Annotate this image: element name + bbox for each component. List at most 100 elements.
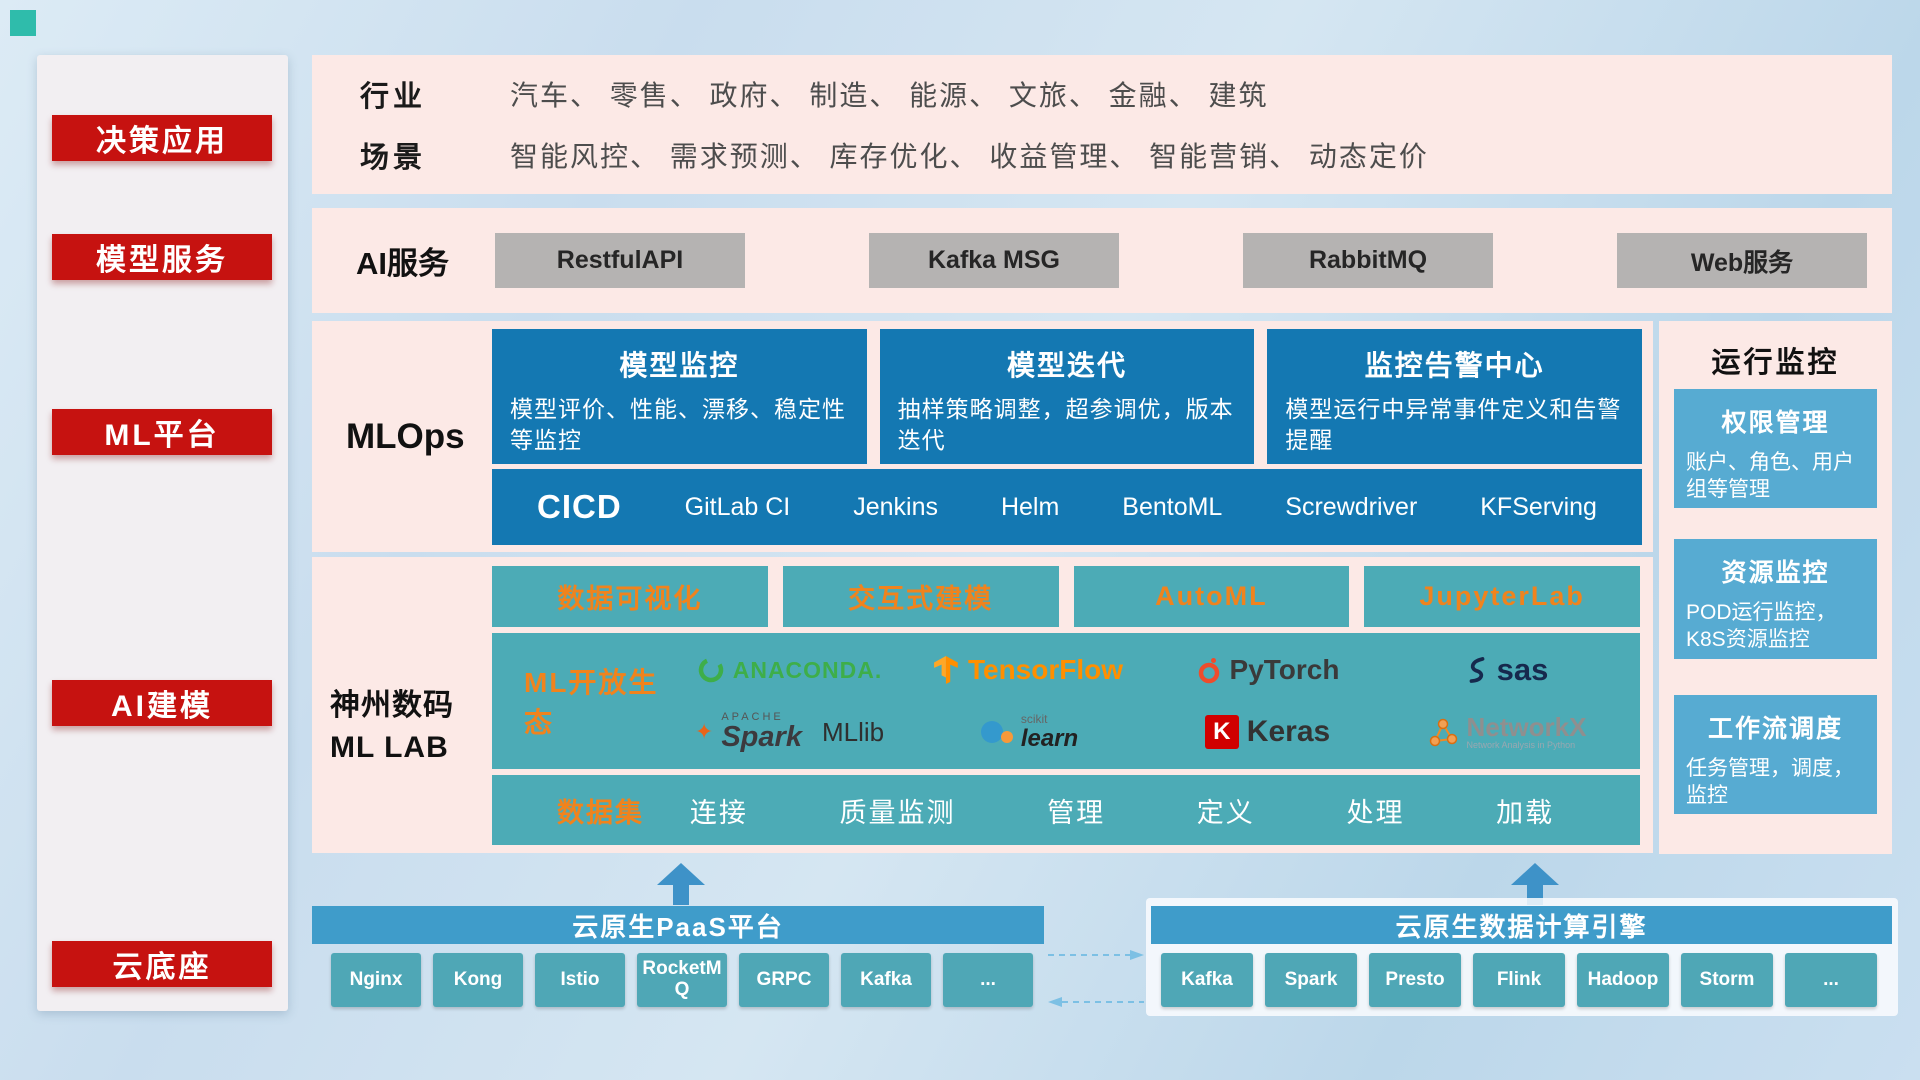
networkx-logo: NetworkX Network Analysis in Python (1427, 711, 1587, 751)
spark-label: Spark (721, 721, 802, 753)
alert-center-title: 监控告警中心 (1364, 350, 1545, 381)
keras-logo: K Keras (1204, 715, 1330, 749)
dataset-functions: 连接 质量监测 管理 定义 处理 加载 (644, 791, 1600, 830)
alert-center-desc: 模型运行中异常事件定义和告警提醒 (1285, 396, 1622, 454)
restfulapi-button[interactable]: RestfulAPI (495, 233, 745, 288)
workflow-desc: 任务管理，调度，监控 (1686, 757, 1854, 808)
automl-button[interactable]: AutoML (1073, 566, 1350, 627)
pytorch-icon (1198, 658, 1219, 684)
paas-chip-istio[interactable]: Istio (535, 953, 625, 1007)
mllab-tool-buttons: 数据可视化 交互式建模 AutoML JupyterLab (492, 566, 1640, 627)
scikit-learn-icon (980, 721, 1013, 743)
ai-service-panel: AI服务 RestfulAPI Kafka MSG RabbitMQ Web服务 (312, 208, 1892, 313)
data-visualization-button[interactable]: 数据可视化 (492, 566, 768, 627)
mlops-panel: MLOps 模型监控 模型评价、性能、漂移、稳定性等监控 模型迭代 抽样策略调整… (312, 321, 1653, 552)
cicd-title: CICD (537, 488, 622, 525)
scene-label: 场景 (360, 141, 427, 174)
dataset-load-label: 加载 (1496, 797, 1555, 828)
resource-monitor-card: 资源监控 POD运行监控，K8S资源监控 (1674, 539, 1877, 659)
engine-chip-storm[interactable]: Storm (1681, 953, 1773, 1007)
jenkins-label: Jenkins (853, 492, 938, 521)
paas-chips: Nginx Kong Istio RocketMQ GRPC Kafka ... (331, 953, 1033, 1007)
mllab-label-line2: ML LAB (330, 731, 449, 764)
dataset-manage-label: 管理 (1047, 797, 1106, 828)
mllab-label: 神州数码 ML LAB (330, 685, 454, 769)
mllab-label-line1: 神州数码 (330, 689, 454, 722)
paas-chip-rocketmq[interactable]: RocketMQ (637, 953, 727, 1007)
anaconda-label: ANACONDA. (732, 656, 883, 683)
interactive-modeling-button[interactable]: 交互式建模 (782, 566, 1059, 627)
sas-icon (1469, 657, 1485, 683)
model-monitoring-desc: 模型评价、性能、漂移、稳定性等监控 (510, 396, 846, 454)
sas-logo: sas (1465, 652, 1549, 688)
paas-chip-grpc[interactable]: GRPC (739, 953, 829, 1007)
ai-service-label: AI服务 (356, 246, 449, 281)
scikit-learn-logo: scikit learn (979, 713, 1078, 751)
kfserving-label: KFServing (1480, 492, 1597, 521)
workflow-schedule-card: 工作流调度 任务管理，调度，监控 (1674, 695, 1877, 814)
tensorflow-icon (934, 656, 958, 684)
runtime-monitor-panel: 运行监控 权限管理 账户、角色、用户组等管理 资源监控 POD运行监控，K8S资… (1659, 321, 1892, 854)
web-service-button[interactable]: Web服务 (1617, 233, 1867, 288)
engine-chip-flink[interactable]: Flink (1473, 953, 1565, 1007)
ml-ecosystem-label: ML开放生态 (524, 667, 659, 738)
paas-chip-nginx[interactable]: Nginx (331, 953, 421, 1007)
kafka-msg-button[interactable]: Kafka MSG (869, 233, 1119, 288)
engine-header: 云原生数据计算引擎 (1151, 906, 1892, 944)
dataset-quality-label: 质量监测 (839, 797, 956, 828)
paas-chip-more[interactable]: ... (943, 953, 1033, 1007)
jupyterlab-button[interactable]: JupyterLab (1364, 566, 1640, 627)
resource-title: 资源监控 (1721, 559, 1830, 587)
paas-chip-kong[interactable]: Kong (433, 953, 523, 1007)
resource-desc: POD运行监控，K8S资源监控 (1686, 601, 1837, 652)
cicd-bar: CICD GitLab CI Jenkins Helm BentoML Scre… (492, 469, 1642, 545)
model-iteration-card: 模型迭代 抽样策略调整，超参调优，版本迭代 (879, 329, 1255, 464)
scikit-label: scikit (1020, 712, 1048, 727)
helm-label: Helm (1000, 492, 1060, 521)
networkx-label: NetworkX (1466, 711, 1587, 742)
dataset-process-label: 处理 (1346, 797, 1405, 828)
workflow-title: 工作流调度 (1707, 715, 1843, 743)
scene-list: 智能风控、 需求预测、 库存优化、 收益管理、 智能营销、 动态定价 (510, 140, 1429, 172)
tensorflow-logo: TensorFlow (934, 654, 1123, 686)
mllib-label: MLlib (821, 716, 885, 747)
engine-chip-spark[interactable]: Spark (1265, 953, 1357, 1007)
dataset-bar: 数据集 连接 质量监测 管理 定义 处理 加载 (492, 775, 1640, 845)
networkx-icon (1429, 718, 1457, 747)
permission-management-card: 权限管理 账户、角色、用户组等管理 (1674, 389, 1877, 508)
paas-chip-kafka[interactable]: Kafka (841, 953, 931, 1007)
scene-line: 场景 智能风控、 需求预测、 库存优化、 收益管理、 智能营销、 动态定价 (312, 134, 1892, 176)
bentoml-label: BentoML (1122, 492, 1223, 521)
engine-chip-hadoop[interactable]: Hadoop (1577, 953, 1669, 1007)
engine-chip-presto[interactable]: Presto (1369, 953, 1461, 1007)
ml-ecosystem-logos: ANACONDA. TensorFlow PyTorch sas ✦ (670, 633, 1640, 769)
pytorch-label: PyTorch (1229, 654, 1340, 685)
pytorch-logo: PyTorch (1196, 654, 1340, 686)
permission-desc: 账户、角色、用户组等管理 (1686, 451, 1854, 502)
badge-cloud-base: 云底座 (52, 941, 272, 987)
spark-apache-label: APACHE (721, 711, 784, 723)
corner-decoration (10, 10, 36, 36)
industry-list: 汽车、 零售、 政府、 制造、 能源、 文旅、 金融、 建筑 (510, 80, 1269, 112)
learn-label: learn (1020, 724, 1079, 752)
up-arrow-head (1511, 863, 1559, 885)
engine-chip-more[interactable]: ... (1785, 953, 1877, 1007)
permission-title: 权限管理 (1721, 409, 1830, 437)
dashed-flow-arrows (1048, 950, 1144, 1007)
decision-application-panel: 行业 汽车、 零售、 政府、 制造、 能源、 文旅、 金融、 建筑 场景 智能风… (312, 55, 1892, 194)
badge-model-service: 模型服务 (52, 234, 272, 280)
engine-chip-kafka[interactable]: Kafka (1161, 953, 1253, 1007)
dataset-define-label: 定义 (1196, 797, 1255, 828)
runtime-monitor-title: 运行监控 (1711, 347, 1840, 379)
model-monitoring-title: 模型监控 (619, 350, 740, 381)
networkx-subtitle: Network Analysis in Python (1466, 739, 1576, 750)
spark-star-icon: ✦ (694, 719, 714, 744)
up-arrow-paas (657, 863, 705, 905)
sas-label: sas (1496, 652, 1549, 687)
spark-mllib-logo: ✦ APACHE Spark MLlib (695, 712, 884, 752)
gitlab-ci-label: GitLab CI (684, 492, 791, 521)
model-iteration-desc: 抽样策略调整，超参调优，版本迭代 (897, 396, 1234, 454)
rabbitmq-button[interactable]: RabbitMQ (1243, 233, 1493, 288)
keras-icon: K (1204, 715, 1239, 749)
